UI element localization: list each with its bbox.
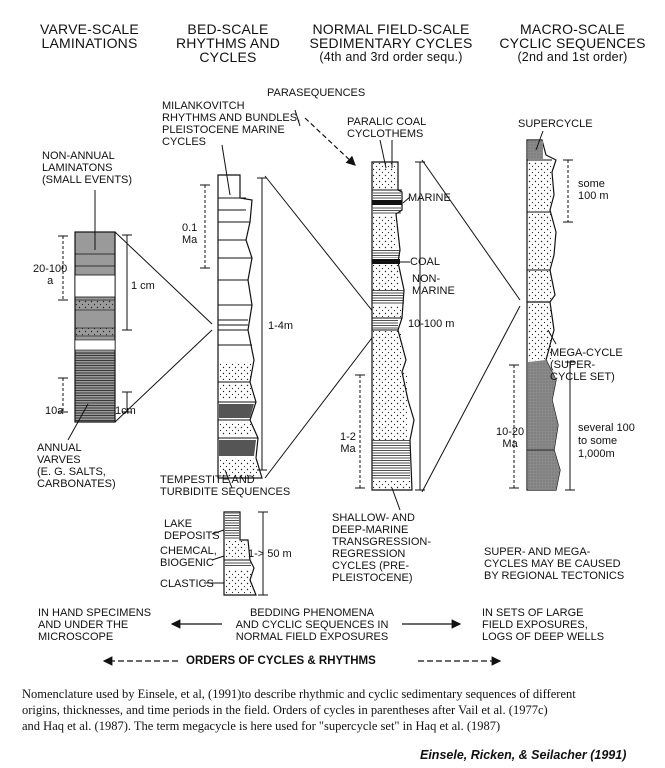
- bed-column: [200, 144, 267, 489]
- label-orders-of-cycles: ORDERS OF CYCLES & RHYTHMS: [186, 655, 376, 667]
- connector-field-macro: [421, 159, 521, 493]
- label-megacycle: MEGA-CYCLE(SUPER-CYCLE SET): [550, 347, 623, 383]
- label-1-cm: 1 cm: [131, 280, 155, 292]
- varve-column: [58, 190, 132, 441]
- label-clastics: CLASTICS: [160, 578, 214, 590]
- label-parasequences: PARASEQUENCES: [267, 87, 366, 99]
- lake-column: [204, 511, 268, 596]
- connector-varve-bed: [114, 231, 213, 423]
- label-1cm-b: 1cm: [115, 405, 136, 417]
- figure-caption: Nomenclature used by Einsele, et al, (19…: [22, 687, 576, 733]
- label-marine: MARINE: [408, 192, 451, 204]
- macro-column: [509, 130, 575, 491]
- label-1-4m: 1-4m: [268, 320, 294, 332]
- field-column: [355, 139, 425, 511]
- label-1-50m: 1-> 50 m: [248, 548, 292, 560]
- label-coal: COAL: [410, 256, 440, 268]
- label-nonmarine: NON-MARINE: [412, 273, 455, 297]
- label-10-100m: 10-100 m: [408, 318, 455, 330]
- label-10a: 10a: [45, 405, 64, 417]
- parasequences-leader: [294, 109, 301, 127]
- label-chemcal: CHEMCAL,BIOGENIC: [160, 545, 217, 569]
- figure-credit: Einsele, Ricken, & Seilacher (1991): [420, 748, 627, 762]
- bottom-arrows: [102, 619, 502, 666]
- label-supercycle: SUPERCYCLE: [518, 118, 593, 130]
- parasequences-arrow: [304, 117, 356, 166]
- connector-bed-field: [264, 175, 379, 479]
